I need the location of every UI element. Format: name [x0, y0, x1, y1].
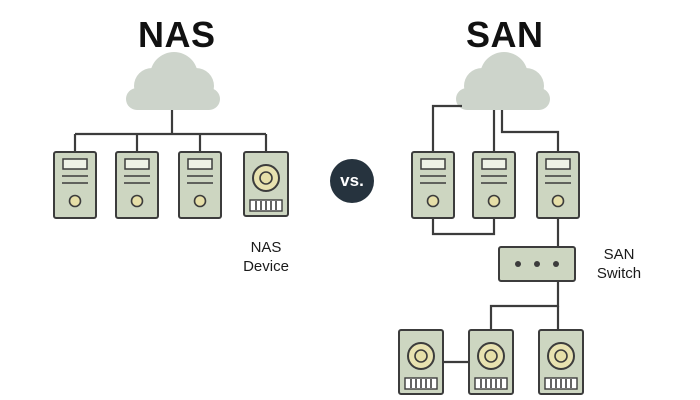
san-server-3-icon: [536, 151, 580, 219]
san-cloud-icon: [456, 52, 550, 110]
nas-cloud-icon: [126, 52, 220, 110]
nas-server-3-icon: [178, 151, 222, 219]
san-switch-label-line1: SAN: [603, 246, 635, 263]
nas-network-lines: [73, 110, 268, 152]
nas-title: NAS: [138, 14, 216, 55]
san-switch-label: SAN Switch: [584, 245, 654, 283]
nas-server-2-icon: [115, 151, 159, 219]
nas-device-label-line2: Device: [243, 258, 289, 275]
san-storage-1-icon: [398, 329, 444, 395]
san-network-lines: [431, 104, 560, 364]
san-storage-2-icon: [468, 329, 514, 395]
nas-device-label-line1: NAS: [250, 239, 282, 256]
nas-device-icon: [243, 151, 289, 217]
san-storage-3-icon: [538, 329, 584, 395]
san-switch-icon: [498, 246, 576, 282]
nas-server-1-icon: [53, 151, 97, 219]
san-switch-label-line2: Switch: [596, 265, 642, 282]
san-server-2-icon: [472, 151, 516, 219]
san-title: SAN: [466, 14, 544, 55]
san-server-1-icon: [411, 151, 455, 219]
vs-badge: vs.: [330, 159, 374, 203]
nas-device-label: NAS Device: [226, 238, 306, 276]
